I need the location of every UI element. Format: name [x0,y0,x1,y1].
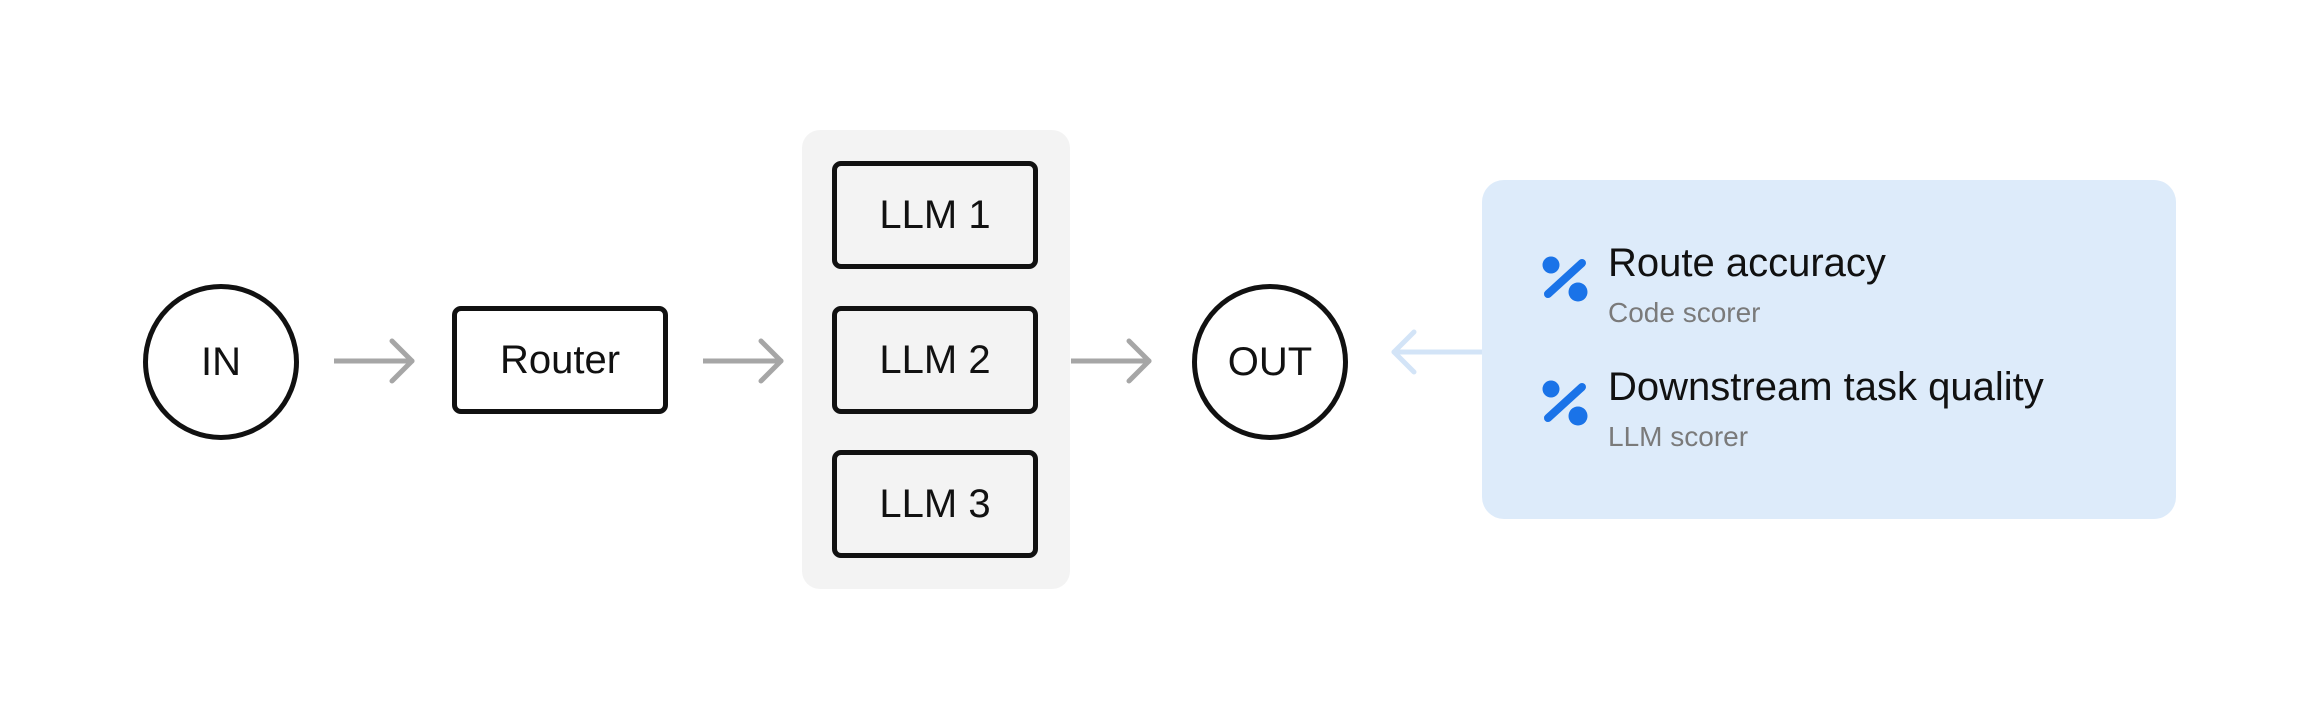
router-node-label: Router [499,337,621,382]
input-node-label: IN [201,339,241,384]
scorer-subtitle: LLM scorer [1608,421,1749,452]
llm-node-3: LLM 3 [832,450,1038,558]
llm-group: LLM 1 LLM 2 LLM 3 [802,130,1070,589]
scorer-title: Route accuracy [1608,241,1886,285]
percent-icon [1542,256,1588,302]
llm-node-1: LLM 1 [832,161,1038,269]
llm-node-label: LLM 1 [879,192,991,237]
scorer-panel: Route accuracy Code scorer Downstream ta… [1482,180,2176,519]
llm-node-2: LLM 2 [832,306,1038,414]
arrow-router-to-llms [703,338,784,384]
arrow-llms-to-output [1071,338,1152,384]
llm-node-label: LLM 2 [879,337,991,382]
scorer-subtitle: Code scorer [1608,297,1761,328]
scorer-item: Downstream task quality LLM scorer [1542,362,2044,456]
arrow-scorers-to-output [1391,329,1484,375]
input-node: IN [143,284,299,440]
router-node: Router [452,306,668,414]
percent-icon [1542,380,1588,426]
scorer-item: Route accuracy Code scorer [1542,238,1886,332]
scorer-title: Downstream task quality [1608,365,2044,409]
arrow-in-to-router [334,338,415,384]
llm-node-label: LLM 3 [879,481,991,526]
output-node-label: OUT [1227,339,1313,384]
output-node: OUT [1192,284,1348,440]
